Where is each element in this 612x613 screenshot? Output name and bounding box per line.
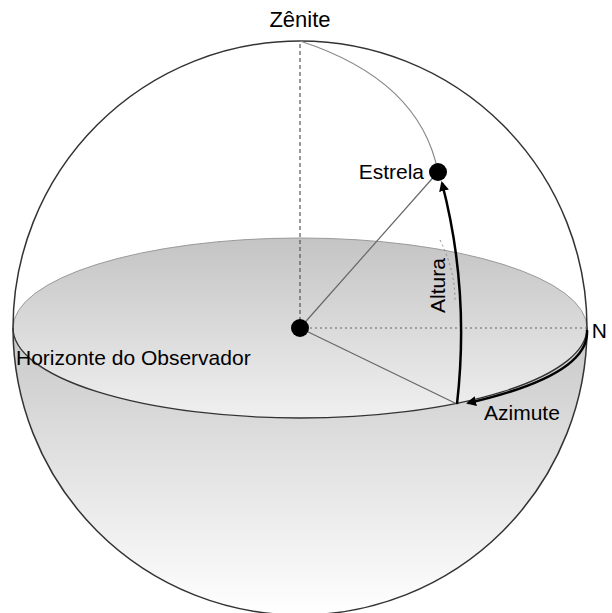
vertical-circle [300, 41, 438, 172]
north-label: N [592, 319, 607, 342]
azimuth-label: Azimute [484, 401, 560, 424]
altitude-label: Altura [425, 259, 448, 314]
star-line [300, 172, 438, 328]
star-dot [429, 163, 447, 181]
horizon-label: Horizonte do Observador [16, 346, 251, 369]
azimuth-arrow [468, 330, 587, 403]
zenith-line [299, 41, 300, 328]
observer-dot [291, 319, 309, 337]
north-line [300, 327, 587, 328]
zenith-label: Zênite [269, 8, 330, 32]
star-label: Estrela [359, 160, 424, 183]
foot-line [300, 328, 457, 404]
sphere-outline [13, 41, 587, 613]
